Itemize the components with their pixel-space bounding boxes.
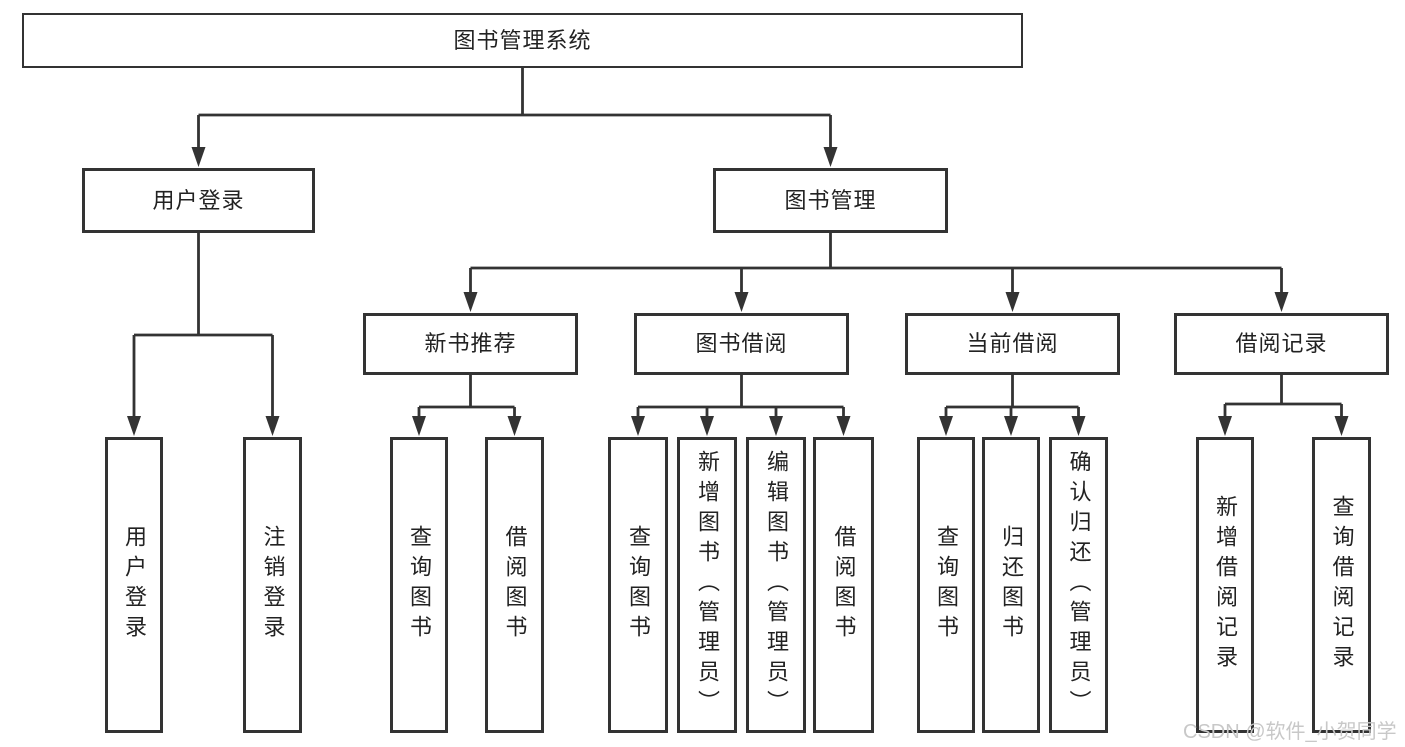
leaf-logout: 注销登录: [243, 437, 302, 733]
arrow-down-icon: [700, 416, 714, 436]
connector-path: [197, 67, 832, 149]
arrow-down-icon: [1334, 416, 1349, 436]
leaf-user-login: 用户登录: [105, 437, 163, 733]
leaf-query-books-recommend: 查询图书: [390, 437, 448, 733]
connector-path: [636, 375, 845, 419]
arrow-down-icon: [507, 416, 522, 436]
connector-path: [1223, 375, 1343, 419]
leaf-query-books-borrow: 查询图书: [608, 437, 668, 733]
arrow-down-icon: [823, 147, 838, 167]
arrow-down-icon: [412, 416, 426, 436]
arrow-down-icon: [1218, 416, 1232, 436]
arrow-down-icon: [734, 292, 749, 312]
connector-borrow-records-to-leaves: [1218, 375, 1349, 436]
node-book-borrow: 图书借阅: [634, 313, 849, 375]
leaf-return-books: 归还图书: [982, 437, 1040, 733]
leaf-edit-books-admin: 编辑图书（管理员）: [746, 437, 806, 733]
connector-current-borrow-to-leaves: [939, 375, 1086, 436]
arrow-down-icon: [1004, 416, 1018, 436]
arrow-down-icon: [1274, 292, 1289, 312]
connector-book-borrow-to-leaves: [631, 375, 851, 436]
connector-path: [132, 233, 274, 418]
arrow-down-icon: [191, 147, 206, 167]
leaf-confirm-return-admin: 确认归还（管理员）: [1049, 437, 1108, 733]
watermark-text: CSDN @软件_小贺同学: [1183, 721, 1397, 743]
connector-path: [469, 233, 1283, 294]
arrow-down-icon: [836, 416, 851, 436]
arrow-down-icon: [265, 416, 280, 436]
leaf-query-books-current: 查询图书: [917, 437, 975, 733]
node-library-management-system: 图书管理系统: [22, 13, 1023, 68]
arrow-down-icon: [1005, 292, 1020, 312]
node-user-login: 用户登录: [82, 168, 315, 233]
node-current-borrow: 当前借阅: [905, 313, 1120, 375]
leaf-borrow-books: 借阅图书: [813, 437, 874, 733]
connector-path: [417, 375, 516, 419]
connector-user-login-to-leaves: [127, 233, 280, 436]
leaf-add-books-admin: 新增图书（管理员）: [677, 437, 737, 733]
node-new-book-recommend: 新书推荐: [363, 313, 578, 375]
arrow-down-icon: [127, 416, 141, 436]
arrow-down-icon: [463, 292, 478, 312]
leaf-query-borrow-record: 查询借阅记录: [1312, 437, 1371, 733]
connector-root-to-level2: [191, 67, 838, 167]
node-book-management: 图书管理: [713, 168, 948, 233]
arrow-down-icon: [631, 416, 645, 436]
node-borrow-records: 借阅记录: [1174, 313, 1389, 375]
connector-path: [944, 375, 1080, 419]
arrow-down-icon: [939, 416, 953, 436]
leaf-add-borrow-record: 新增借阅记录: [1196, 437, 1254, 733]
connector-new-book-to-leaves: [412, 375, 522, 436]
arrow-down-icon: [1071, 416, 1086, 436]
arrow-down-icon: [769, 416, 783, 436]
leaf-borrow-books-recommend: 借阅图书: [485, 437, 544, 733]
connector-book-management-to-level3: [463, 233, 1289, 312]
